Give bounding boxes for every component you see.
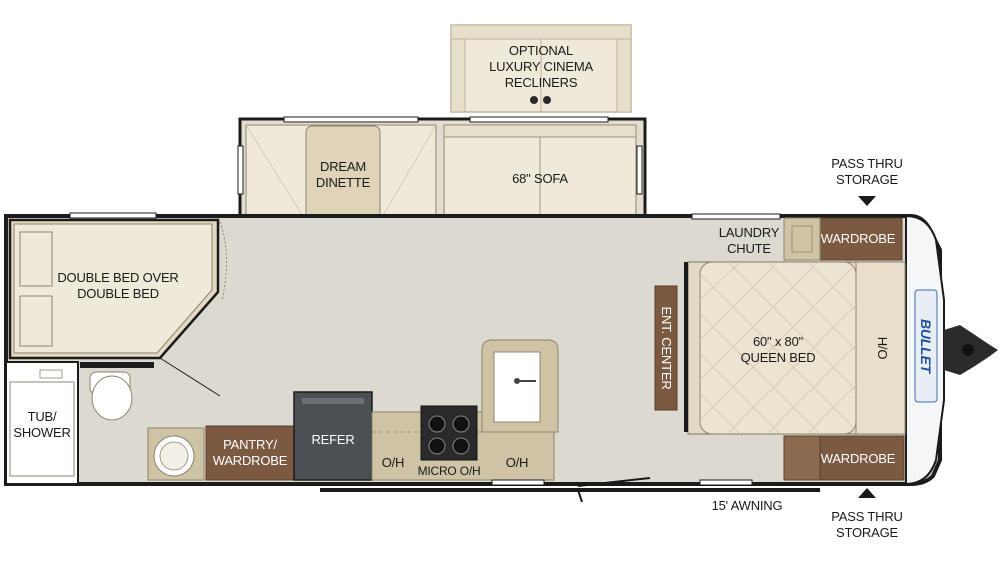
h-o-label: H/O (875, 336, 890, 360)
optional-recliners (450, 24, 632, 113)
awning-side (320, 477, 820, 503)
rear-bath (5, 361, 205, 485)
oh-right-label: O/H (505, 455, 529, 470)
double-bed-label: DOUBLE BED OVER DOUBLE BED (57, 270, 179, 301)
refer-label: REFER (311, 432, 355, 447)
micro-oh-label: MICRO O/H (417, 464, 481, 478)
wardrobe-bottom-label: WARDROBE (820, 451, 896, 466)
pass-thru-storage-bottom-label: PASS THRU STORAGE (831, 509, 903, 540)
front-bedroom (654, 213, 906, 481)
queen-bed-label: 60" x 80" QUEEN BED (740, 334, 816, 365)
kitchen (205, 339, 559, 481)
awning-label: 15' AWNING (711, 498, 783, 513)
pantry-wardrobe-label: PANTRY/ WARDROBE (212, 437, 288, 468)
wardrobe-top-label: WARDROBE (820, 231, 896, 246)
tub-shower-label: TUB/ SHOWER (13, 409, 71, 440)
dream-dinette-label: DREAM DINETTE (315, 159, 371, 190)
pass-thru-arrow-bottom (858, 488, 876, 498)
sofa-label: 68" SOFA (512, 171, 568, 186)
oh-left-label: O/H (381, 455, 405, 470)
pass-thru-arrow-top (858, 196, 876, 206)
laundry-chute-label: LAUNDRY CHUTE (718, 225, 780, 256)
pass-thru-storage-top-label: PASS THRU STORAGE (831, 156, 903, 187)
bullet-logo-text: BULLET (918, 318, 934, 373)
rear-bunk-room (8, 212, 228, 397)
bullet-logo (914, 289, 938, 403)
ent-center-label: ENT. CENTER (659, 306, 674, 390)
optional-recliners-label: OPTIONAL LUXURY CINEMA RECLINERS (489, 43, 593, 90)
